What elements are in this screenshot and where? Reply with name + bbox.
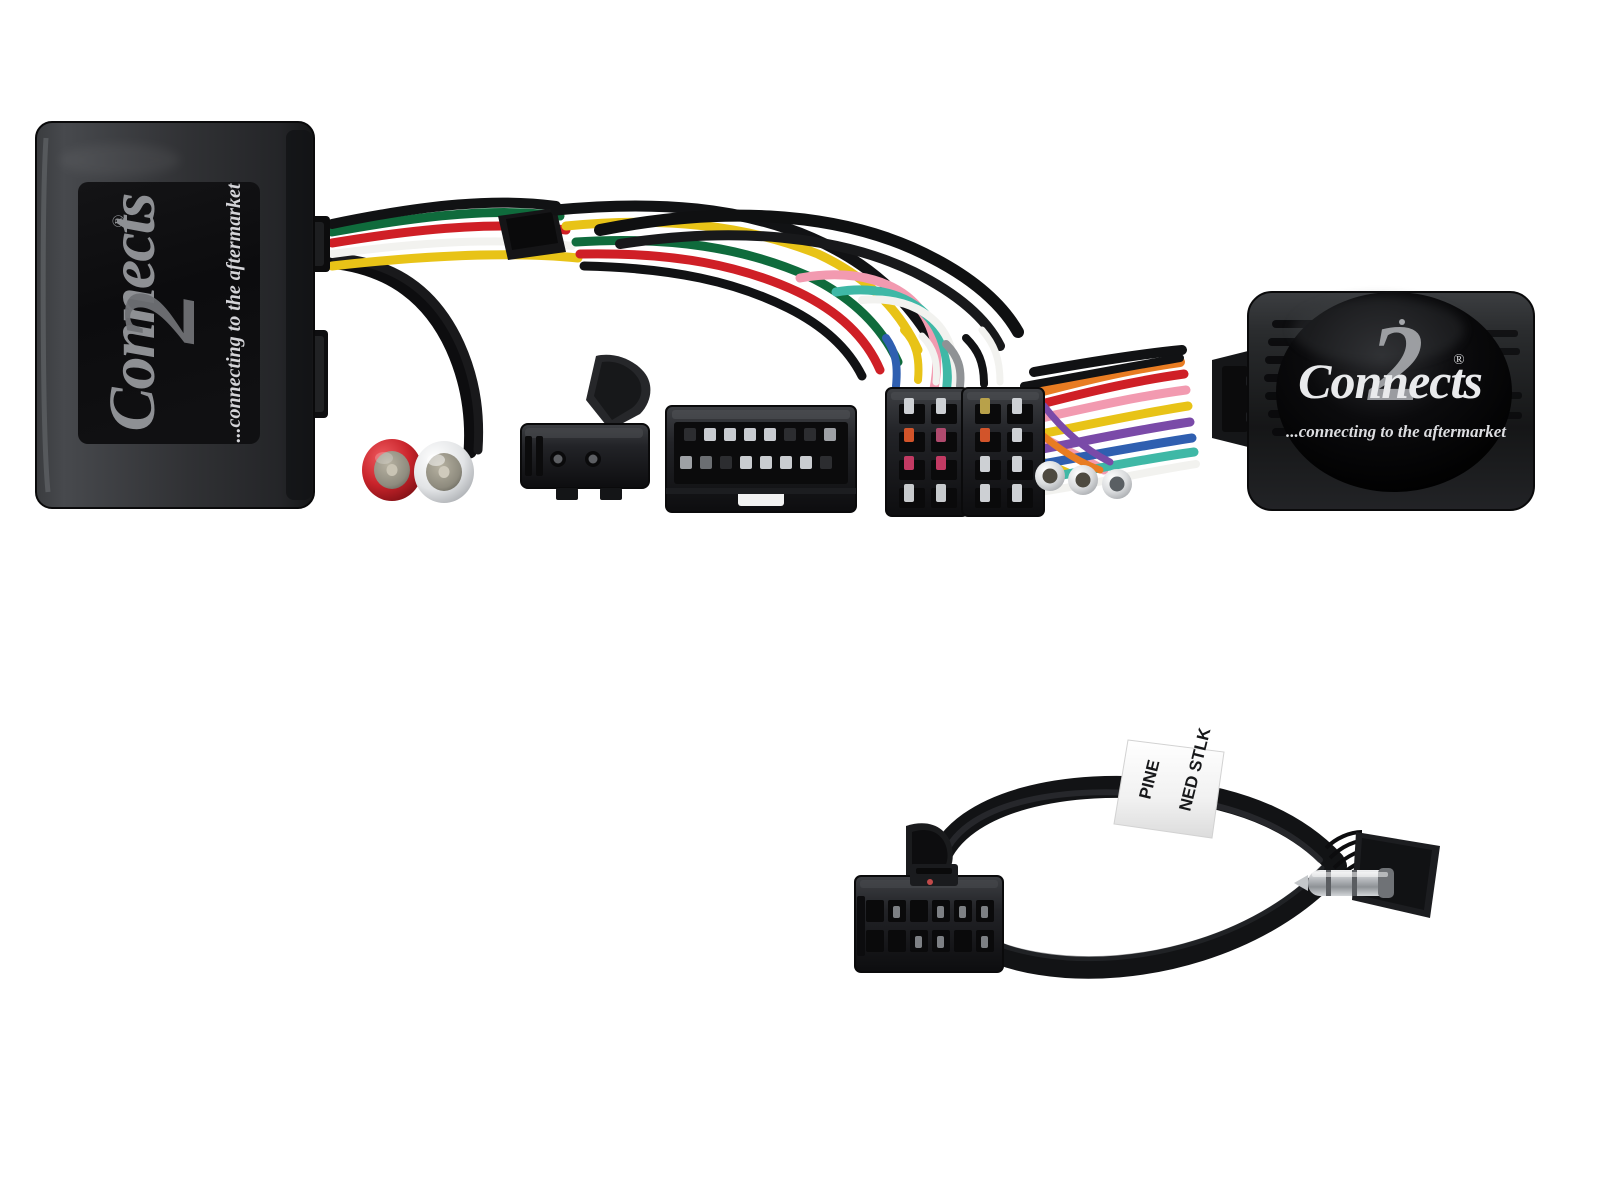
two-pin-rib-1 xyxy=(525,436,532,476)
jack-metal-plug xyxy=(1294,868,1394,898)
jack-ring-2 xyxy=(1352,870,1357,896)
box-left-highlight xyxy=(40,137,51,493)
jack-ring-1 xyxy=(1326,870,1331,896)
stalk-logo-tagline: ...connecting to the aftermarket xyxy=(1286,422,1507,441)
vehicle-block-well xyxy=(674,422,848,484)
vehicle-block-top-gloss xyxy=(672,410,850,419)
stalk-dome-specular xyxy=(1292,296,1464,364)
iso-a-top-gloss xyxy=(891,392,963,400)
wire-yellow-a xyxy=(327,250,583,271)
box-shell-edge xyxy=(35,121,315,509)
box-specular xyxy=(60,144,180,176)
vehicle-block-pin-row-top xyxy=(684,428,836,441)
stalk-module: 2 Connects ® ...connecting to the afterm… xyxy=(1212,291,1535,511)
bullet-terminal-3-core xyxy=(1109,476,1125,492)
rca-red-pin xyxy=(386,464,398,476)
two-pin-connector xyxy=(520,354,651,500)
box-logo-numeral: 2 xyxy=(102,291,217,345)
two-pin-foot-1 xyxy=(556,488,578,500)
patch-lead: PINE NED STLK xyxy=(854,725,1440,979)
patch-connector-latch xyxy=(910,864,958,886)
two-pin-boot-shade xyxy=(594,361,642,420)
wire-black-rca-run-b xyxy=(331,253,484,455)
rca-white-highlight xyxy=(427,454,445,466)
wire-blue-hook xyxy=(882,334,901,390)
wire-black-a xyxy=(327,197,561,229)
two-pin-edge xyxy=(520,423,650,489)
wire-black-arc-1 xyxy=(594,209,1024,338)
patch-connector-latch-slot xyxy=(916,868,952,874)
patch-connector xyxy=(854,864,1004,973)
jack-highlight xyxy=(1312,872,1388,877)
two-pin-terminal-2 xyxy=(588,454,598,464)
patch-connector-red-wire-dot xyxy=(927,879,933,885)
iso-connector-b xyxy=(961,387,1045,517)
stalk-dome-glint xyxy=(1399,319,1405,325)
harness-tape-wrap xyxy=(498,208,566,260)
box-label-face xyxy=(78,182,260,444)
jack-tip xyxy=(1294,875,1308,891)
stalk-logo-registered: ® xyxy=(1453,352,1464,368)
wire-black-stalk-2 xyxy=(1020,354,1184,390)
interface-control-box: Connects ® 2 ...connecting to the afterm… xyxy=(35,121,330,509)
wire-red-b xyxy=(575,249,885,375)
stalk-plug-well xyxy=(1222,366,1248,432)
iso-b-terminals xyxy=(980,398,1022,502)
box-logo-tagline: ...connecting to the aftermarket xyxy=(223,182,245,442)
wire-black-rca-run xyxy=(323,255,478,459)
wire-purple-cross xyxy=(1040,402,1114,466)
patch-connector-pin-row-bottom xyxy=(866,930,994,952)
two-pin-top-gloss xyxy=(525,428,643,438)
patch-connector-body xyxy=(855,876,1003,972)
box-right-rail xyxy=(286,130,312,500)
wire-white-hook xyxy=(918,332,940,386)
bullet-terminal-2-core xyxy=(1075,472,1091,488)
cable-label-outline xyxy=(1113,739,1225,839)
bullet-terminals xyxy=(1035,461,1132,499)
vehicle-block-skirt xyxy=(666,488,856,494)
wire-black-arc-2 xyxy=(615,230,1005,351)
stalk-logo-numeral: 2 xyxy=(1367,302,1424,424)
wire-black-hook xyxy=(962,334,988,388)
stalk-body-edge xyxy=(1247,291,1535,511)
rca-red-highlight xyxy=(375,452,393,464)
wire-yellow-hook xyxy=(900,326,923,384)
cable-label-face xyxy=(1114,740,1224,838)
rca-connector-pair xyxy=(362,439,474,503)
wire-harness xyxy=(323,197,1200,496)
box-logo-registered: ® xyxy=(109,214,128,227)
stalk-logo-wordmark: Connects xyxy=(1298,353,1482,409)
bullet-terminal-1-core xyxy=(1042,468,1058,484)
aux-jack-35mm xyxy=(1294,830,1440,918)
wire-black-stalk xyxy=(1029,345,1187,377)
iso-b-top-gloss xyxy=(967,392,1039,400)
wire-white-hook-2 xyxy=(978,326,1004,386)
iso-a-terminals xyxy=(904,398,946,502)
two-pin-foot-2 xyxy=(600,488,622,500)
wire-black-c xyxy=(579,261,867,381)
vehicle-block-pin-row-bottom xyxy=(680,456,832,469)
wire-grey-hook xyxy=(942,340,965,390)
stalk-logo-group: 2 Connects ® ...connecting to the afterm… xyxy=(1286,302,1507,441)
two-pin-body xyxy=(521,424,649,488)
patch-connector-side-rib xyxy=(857,896,865,956)
box-logo-group: Connects ® 2 ...connecting to the afterm… xyxy=(96,182,245,442)
vehicle-block-connector xyxy=(665,405,857,513)
two-pin-terminal-1 xyxy=(553,454,563,464)
box-logo-wordmark: Connects xyxy=(96,194,169,431)
rca-white-pin xyxy=(438,466,450,478)
iso-connector-a xyxy=(885,387,969,517)
two-pin-rib-2 xyxy=(536,436,543,476)
vehicle-block-edge xyxy=(665,405,857,513)
iso-b-edge xyxy=(961,387,1045,517)
patch-connector-pin-row-top xyxy=(866,900,994,922)
